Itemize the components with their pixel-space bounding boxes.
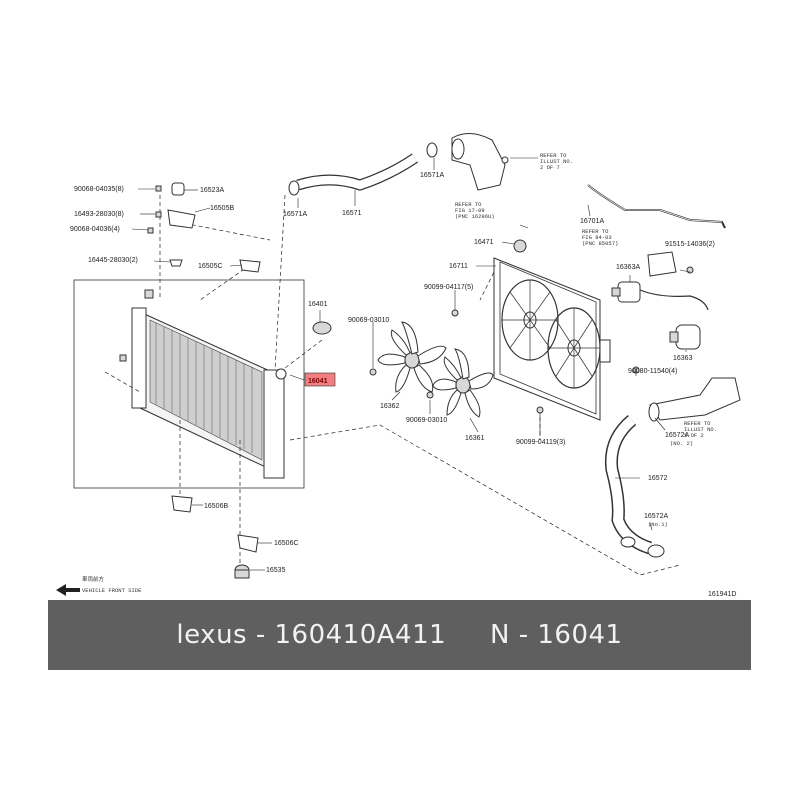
label-90099-04119: 90099-04119(3): [516, 439, 565, 446]
water-inlet-pipe: [648, 377, 741, 422]
left-top-small-parts: [119, 182, 261, 362]
vehicle-front-arrow: [56, 584, 80, 596]
part-number-banner: lexus - 160410A411 N - 16041: [48, 600, 751, 670]
label-16506c: 16506C: [274, 540, 299, 547]
lower-brackets: [171, 495, 259, 579]
label-90069-03010-b: 90069-03010: [406, 417, 447, 424]
label-16363: 16363: [673, 355, 693, 362]
label-vehicle-front-side: VEHICLE FRONT SIDE: [82, 587, 142, 594]
label-16401: 16401: [308, 301, 328, 308]
label-16041-highlighted: 16041: [308, 378, 328, 385]
label-16523a: 16523A: [200, 187, 224, 194]
label-16572: 16572: [648, 475, 668, 482]
water-outlet: [451, 133, 509, 191]
label-16572a-no1: 16572A(No.1): [644, 513, 668, 528]
label-16571a-left: 16571A: [283, 211, 307, 218]
label-16535: 16535: [266, 567, 286, 574]
label-90099-04117: 90099-04117(5): [424, 284, 473, 291]
highlight-box-16041: [304, 372, 336, 387]
label-16571a-right: 16571A: [420, 172, 444, 179]
label-16506b: 16506B: [204, 503, 228, 510]
label-90080: 90080-11540(4): [628, 368, 677, 375]
cooling-fan-16361: [432, 348, 494, 418]
cooling-fan-16362: [377, 321, 447, 393]
radiator-assembly-box: [73, 279, 305, 489]
label-16711: 16711: [449, 263, 468, 270]
part-number-text: lexus - 160410A411 N - 16041: [176, 620, 623, 650]
label-16701a: 16701A: [580, 218, 604, 225]
radiator-core: [131, 307, 287, 479]
label-16572a-no2: 16572A(NO. 2): [665, 432, 693, 447]
fan-motors: [611, 251, 709, 374]
label-16471: 16471: [474, 239, 494, 246]
fan-shroud: [451, 239, 611, 421]
label-vehicle-front-jp: 車両前方: [82, 575, 105, 583]
label-16571: 16571: [342, 210, 362, 217]
label-16505b: 16505B: [210, 205, 234, 212]
label-90069-03010-a: 90069-03010: [348, 317, 389, 324]
label-16493: 16493-28030(8): [74, 211, 124, 218]
figure-id: 161941D: [708, 591, 736, 598]
label-16362: 16362: [380, 403, 400, 410]
radiator-cap: [312, 321, 332, 335]
label-16445: 16445-28030(2): [88, 257, 138, 264]
label-16505c: 16505C: [198, 263, 223, 270]
label-16363a: 16363A: [616, 264, 640, 271]
label-90068-04036: 90068-04036(4): [70, 226, 120, 233]
sensor-cable: [587, 184, 726, 229]
label-90068-04035: 90068-04035(8): [74, 186, 124, 193]
label-16361: 16361: [465, 435, 485, 442]
label-91515: 91515-14036(2): [665, 241, 715, 248]
